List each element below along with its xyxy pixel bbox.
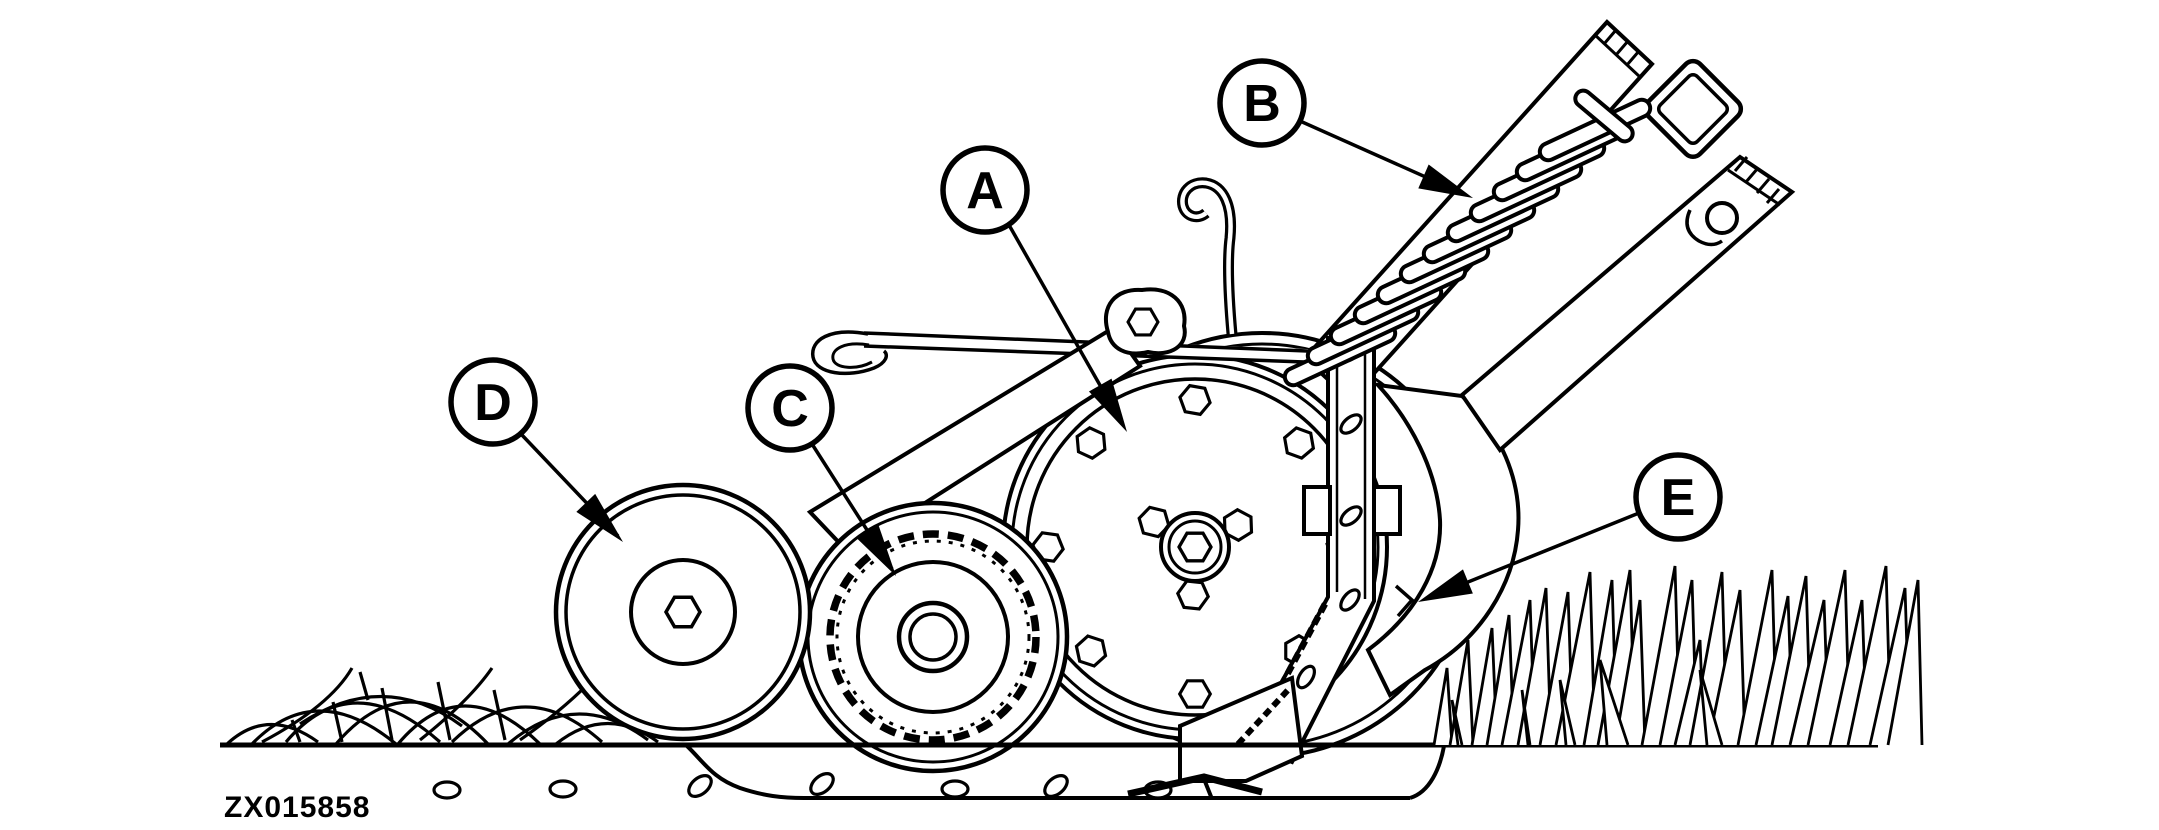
callout-d: D [448, 357, 633, 551]
gauge-wheel-bolt [664, 595, 702, 629]
figure-code: ZX015858 [224, 791, 370, 824]
callout-e-letter: E [1661, 469, 1696, 527]
spring-end-hook [1573, 88, 1635, 144]
mount-bracket [1642, 58, 1744, 160]
retainer-hook [1177, 177, 1238, 335]
callout-c-circle [745, 363, 835, 453]
callout-d-letter: D [474, 374, 512, 432]
callout-e-circle [1633, 452, 1723, 542]
callout-e: E [1413, 452, 1723, 615]
grass [1432, 565, 1924, 746]
soil-mound [225, 667, 659, 746]
down-pressure-spring [1280, 88, 1655, 391]
furrow-dip [684, 743, 805, 800]
callout-a-circle [940, 145, 1030, 235]
callout-b-circle [1217, 58, 1307, 148]
drawing-root: A B C D E ZX0 [220, 19, 1924, 824]
callout-a-letter: A [966, 162, 1004, 220]
cam-bolt [1126, 307, 1160, 337]
frame-notch [1685, 209, 1724, 247]
clamp-tab-right [1372, 485, 1402, 536]
serrated-edge-lower [1727, 156, 1781, 207]
callout-b: B [1217, 58, 1479, 210]
disc-hub-bolt [1177, 531, 1213, 563]
frame-hole [1705, 201, 1739, 235]
seed-boot [1178, 675, 1305, 783]
press-wheel [796, 500, 1070, 774]
clamp-tab-left [1302, 485, 1332, 536]
boot-point [1127, 773, 1263, 800]
callout-d-circle [448, 357, 538, 447]
callout-b-letter: B [1243, 75, 1281, 133]
callout-c: C [745, 363, 907, 583]
closing-plate [1365, 382, 1521, 699]
frame-bar [1459, 154, 1796, 453]
callout-c-letter: C [771, 380, 809, 438]
callout-a: A [940, 145, 1139, 439]
gauge-wheel [553, 482, 813, 742]
handle-curl [811, 330, 888, 376]
serrated-edge-upper [1593, 29, 1642, 79]
adjust-cam [1104, 287, 1187, 356]
furrow-rise [1409, 745, 1446, 800]
